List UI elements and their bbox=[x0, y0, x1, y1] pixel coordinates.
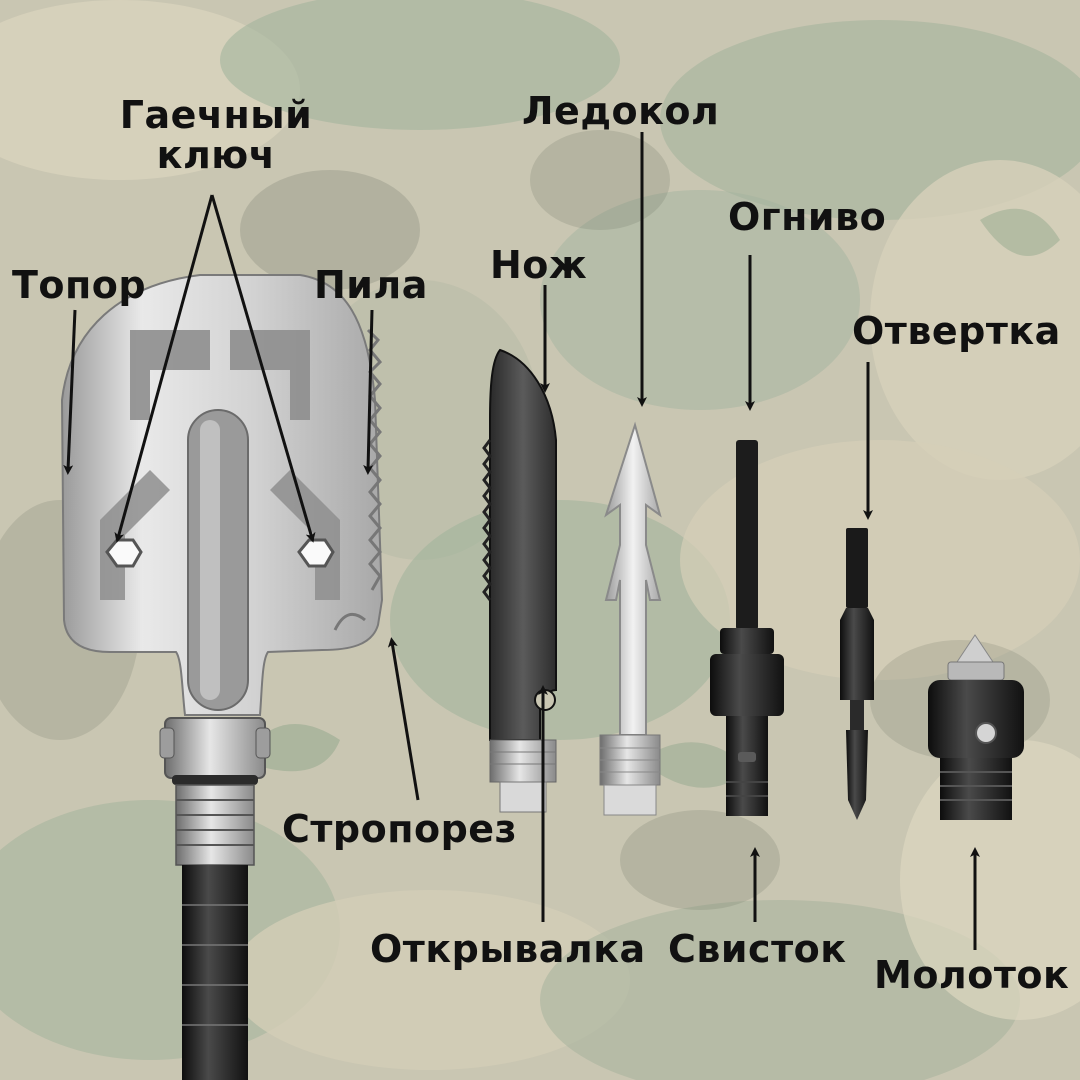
label-line-cutter: Стропорез bbox=[282, 807, 518, 851]
label-wrench: Гаечный ключ bbox=[118, 96, 314, 174]
firestarter-rod-icon bbox=[710, 440, 784, 816]
callout-arrows bbox=[63, 132, 980, 950]
label-firestarter: Огниво bbox=[728, 195, 887, 239]
label-icebreaker: Ледокол bbox=[522, 89, 720, 133]
arrow-axe bbox=[63, 309, 77, 475]
arrow-line-cutter bbox=[387, 637, 420, 801]
label-saw: Пила bbox=[314, 263, 428, 307]
arrow-wrench-right bbox=[210, 194, 316, 543]
arrow-saw bbox=[363, 309, 374, 475]
label-wrench-line1: Гаечный bbox=[119, 93, 313, 137]
label-wrench-line2: ключ bbox=[156, 133, 276, 177]
shovel-icon bbox=[60, 274, 384, 1080]
hammer-head-icon bbox=[928, 634, 1024, 820]
icebreaker-spear-icon bbox=[599, 421, 662, 816]
label-whistle: Свисток bbox=[668, 927, 847, 971]
label-hammer: Молоток bbox=[874, 953, 1070, 997]
label-knife: Нож bbox=[490, 243, 588, 287]
label-axe: Топор bbox=[12, 263, 147, 307]
screwdriver-bit-icon bbox=[840, 528, 874, 820]
knife-icon bbox=[482, 348, 557, 813]
label-screwdriver: Отвертка bbox=[852, 309, 1061, 353]
arrow-wrench-left bbox=[114, 194, 214, 543]
label-bottle-opener: Открывалка bbox=[370, 927, 646, 971]
